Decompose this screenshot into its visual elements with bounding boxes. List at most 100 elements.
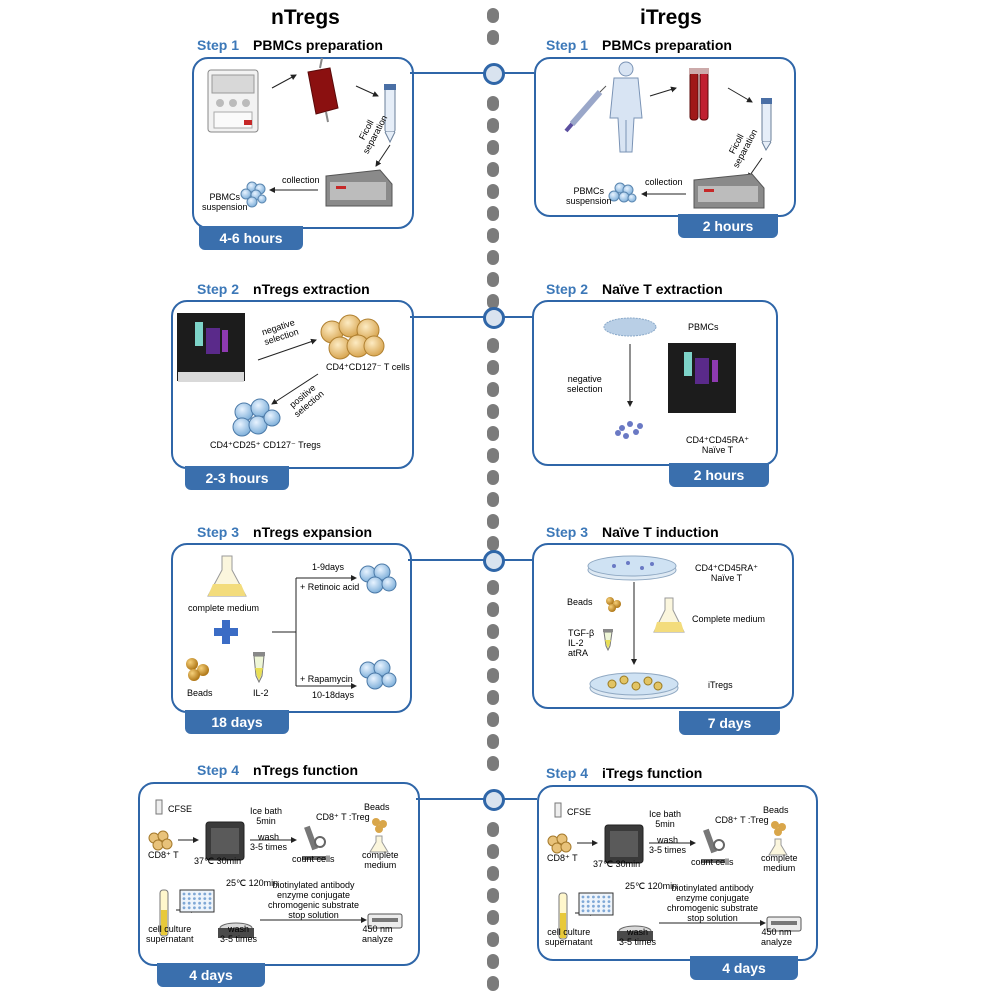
elisa-well [602, 904, 606, 908]
elisa-well [586, 909, 590, 913]
elisa-well [586, 895, 590, 899]
left-step2-time: 2-3 hours [185, 466, 289, 490]
cell-sorter-icon [177, 313, 245, 382]
elisa-well [597, 904, 600, 908]
itregs-column-title: iTregs [640, 6, 702, 29]
elisa-well [193, 897, 196, 900]
petri-dish-itregs-icon [589, 672, 679, 700]
left-retinoic-acid-label: + Retinoic acid [300, 582, 360, 592]
right-factors-label: TGF-β IL-2 atRA [568, 628, 595, 658]
left-complete-medium-label: complete medium [188, 603, 260, 613]
divider-dot [487, 646, 499, 661]
left-step4-panel [138, 782, 420, 966]
left-cd4-cells-label: CD4⁺CD127⁻ T cells [326, 362, 410, 372]
apheresis-machine-icon [207, 69, 259, 133]
elisa-well [592, 895, 595, 899]
left-supernatant-label: cell culture supernatant [146, 924, 194, 944]
elisa-well [597, 909, 600, 913]
divider-dot [487, 426, 499, 441]
left-step4-time: 4 days [157, 963, 265, 987]
divider-dot [487, 866, 499, 881]
divider-dot [487, 712, 499, 727]
elisa-well [581, 904, 585, 908]
divider-dot [487, 140, 499, 155]
step3-node [483, 550, 505, 572]
left-il2-label: IL-2 [253, 688, 269, 698]
right-incubation-label: 37℃ 30min [593, 859, 641, 869]
elisa-well [592, 909, 595, 913]
cell-sorter-icon [668, 343, 736, 413]
right-reagents-label: biotinylated antibody enzyme conjugate c… [667, 883, 759, 923]
left-days-1-label: 1-9days [312, 562, 345, 572]
elisa-well [193, 906, 196, 910]
elisa-well [607, 909, 611, 913]
right-beads-label: Beads [567, 597, 593, 607]
left-count-cells-label: count cells [292, 854, 335, 864]
petri-dish-icon [587, 555, 677, 581]
centrifuge-tube-icon [384, 84, 396, 144]
cell-cluster-icon [608, 182, 637, 203]
step1-node [483, 63, 505, 85]
divider-dot [487, 756, 499, 771]
centrifuge-icon [325, 169, 393, 207]
left-medium-label: complete medium [362, 850, 399, 870]
left-days-2-label: 10-18days [312, 690, 355, 700]
left-temp-label: 25℃ 120min [226, 878, 279, 888]
elisa-well [208, 897, 212, 900]
right-collection-label: collection [645, 177, 683, 187]
right-step4-time: 4 days [690, 956, 798, 980]
elisa-well [602, 900, 606, 903]
elisa-well [187, 892, 191, 896]
elisa-well [581, 900, 585, 903]
elisa-well [597, 895, 600, 899]
syringe-icon [564, 85, 607, 133]
eppendorf-tube-icon [253, 652, 265, 684]
elisa-well [187, 901, 191, 905]
divider-dot [487, 118, 499, 133]
left-elisa-grid [182, 892, 212, 910]
divider-dot [487, 536, 499, 551]
elisa-well [602, 909, 606, 913]
beads-icon [186, 658, 209, 681]
left-reagents-label: biotinylated antibody enzyme conjugate c… [268, 880, 360, 920]
left-beads-label-2: Beads [364, 802, 390, 812]
divider-dot [487, 734, 499, 749]
elisa-well [193, 892, 196, 896]
elisa-well [592, 904, 595, 908]
divider-dot [487, 492, 499, 507]
elisa-well [581, 895, 585, 899]
expanded-cells-rapa [359, 659, 397, 690]
divider-dot [487, 822, 499, 837]
elisa-well [203, 901, 207, 905]
divider-dot [487, 8, 499, 23]
left-wash-2-label: wash 3-5 times [220, 924, 258, 944]
elisa-well [198, 897, 202, 900]
branch-lines [272, 575, 357, 689]
elisa-well [182, 906, 186, 910]
elisa-well [203, 892, 207, 896]
right-itregs-label: iTregs [708, 680, 733, 690]
elisa-well [607, 900, 611, 903]
right-pbmcs-label: PBMCs suspension [566, 186, 612, 206]
left-incubation-label: 37℃ 30min [194, 856, 242, 866]
right-elisa-grid [581, 895, 611, 913]
right-wash-2-label: wash 3-5 times [619, 927, 657, 947]
divider-dot [487, 514, 499, 529]
right-naive-t-label-2: CD4⁺CD45RA⁺ Naïve T [695, 563, 759, 583]
beads-icon [606, 597, 621, 612]
divider-dot [487, 470, 499, 485]
left-step3-time: 18 days [185, 710, 289, 734]
right-count-cells-label: count cells [691, 857, 734, 867]
elisa-well [198, 906, 202, 910]
elisa-well [198, 901, 202, 905]
elisa-well [187, 906, 191, 910]
divider-dot [487, 272, 499, 287]
left-wash-1-label: wash 3-5 times [250, 832, 288, 852]
flask-icon [207, 555, 247, 597]
right-ice-bath-label: Ice bath 5min [649, 809, 682, 829]
